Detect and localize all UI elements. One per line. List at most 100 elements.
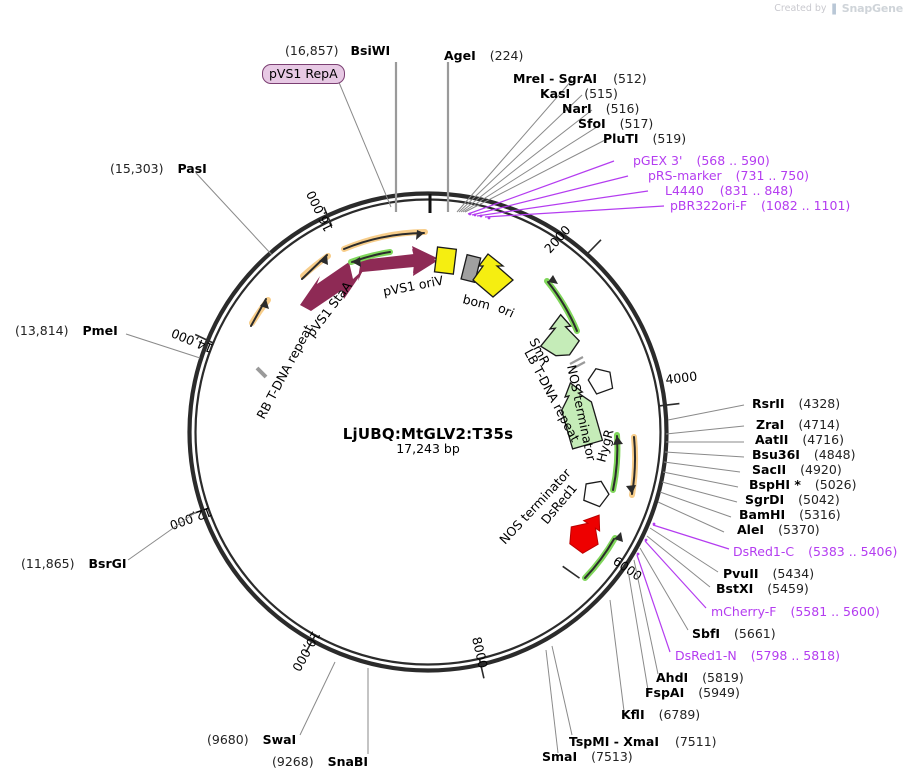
enzyme-position: (5042) [798, 492, 840, 507]
enzyme-label-snabi[interactable]: (9268) SnaBI [272, 754, 368, 769]
enzyme-position: (519) [652, 131, 687, 146]
primer-label-pbr322ori-f[interactable]: pBR322ori-F (1082 .. 1101) [670, 198, 851, 213]
enzyme-label-zrai[interactable]: ZraI (4714) [756, 417, 840, 432]
feature-labels: RB T-DNA repeat pVS1 StaA pVS1 oriV bom … [253, 272, 616, 547]
enzyme-label-bstxi[interactable]: BstXI (5459) [716, 581, 809, 596]
enzyme-label-kfli[interactable]: KflI (6789) [621, 707, 700, 722]
enzyme-label-bsrgi[interactable]: (11,865) BsrGI [21, 556, 127, 571]
primer-range: (731 .. 750) [735, 168, 810, 183]
enzyme-name: TspMI - XmaI [569, 734, 659, 749]
enzyme-label-mrei-sgrai[interactable]: MreI - SgrAI (512) [513, 71, 647, 86]
feature-rb-tdna-repeat [255, 366, 268, 379]
enzyme-label-pluti[interactable]: PluTI (519) [603, 131, 687, 146]
enzyme-position: (4716) [802, 432, 844, 447]
enzyme-name: AatII [755, 432, 789, 447]
primer-name: pGEX 3' [633, 153, 683, 168]
enzyme-label-bamhi[interactable]: BamHI (5316) [739, 507, 841, 522]
snapgene-logo-icon: ❚ [829, 2, 839, 15]
enzyme-name: BamHI [739, 507, 786, 522]
enzyme-label-swai[interactable]: (9680) SwaI [207, 733, 296, 747]
enzyme-name: PluTI [603, 131, 639, 146]
feature-yellow-box [433, 246, 458, 275]
enzyme-label-sgrdi[interactable]: SgrDI (5042) [745, 492, 840, 507]
enzyme-name: AleI [737, 522, 765, 537]
enzyme-position: (515) [584, 86, 618, 101]
primer-name: mCherry-F [711, 604, 777, 619]
enzyme-label-alei[interactable]: AleI (5370) [737, 522, 820, 537]
enzyme-label-kasi[interactable]: KasI (515) [540, 86, 618, 101]
enzyme-name: NarI [562, 101, 592, 116]
primer-label-pgex-3prime[interactable]: pGEX 3' (568 .. 590) [633, 153, 770, 168]
primer-label-dsred1-n[interactable]: DsRed1-N (5798 .. 5818) [675, 648, 840, 663]
enzyme-label-nari[interactable]: NarI (516) [562, 101, 640, 116]
enzyme-position: (512) [613, 71, 647, 86]
feature-pvs1-oriv [358, 246, 437, 281]
enzyme-label-tspmi-xmai[interactable]: TspMI - XmaI (7511) [569, 734, 717, 749]
svg-text:8000: 8000 [469, 635, 491, 669]
enzyme-label-aatii[interactable]: AatII (4716) [755, 432, 844, 447]
enzyme-label-pasi[interactable]: (15,303) PasI [110, 161, 207, 176]
enzyme-position: (5819) [702, 670, 744, 685]
enzyme-position: (517) [619, 116, 654, 131]
feature-chip-pvs1-repa[interactable]: pVS1 RepA [262, 64, 345, 84]
enzyme-label-sfoi[interactable]: SfoI (517) [578, 116, 654, 131]
enzyme-name: BstXI [716, 581, 754, 596]
enzyme-name: KasI [540, 86, 571, 101]
enzyme-label-fspai[interactable]: FspAI (5949) [645, 686, 740, 700]
enzyme-label-bsu36i[interactable]: Bsu36I (4848) [752, 448, 855, 462]
enzyme-name: SgrDI [745, 492, 785, 507]
watermark-prefix: Created by [774, 3, 827, 14]
watermark-brand: SnapGene [841, 2, 903, 15]
enzyme-label-ahdi[interactable]: AhdI (5819) [656, 670, 744, 685]
feature-ori [472, 253, 514, 298]
plasmid-size-label: 17,243 bp [396, 441, 460, 456]
primer-range: (1082 .. 1101) [761, 198, 851, 213]
plasmid-backbone [187, 191, 669, 673]
enzyme-position: (5026) [814, 477, 857, 492]
enzyme-label-sacii[interactable]: SacII (4920) [752, 462, 842, 477]
primer-name: DsRed1-C [733, 544, 795, 559]
leader-lines-enzymes [125, 62, 745, 754]
enzyme-name: SfoI [578, 116, 606, 131]
enzyme-name: ZraI [756, 417, 785, 432]
enzyme-position: (9268) [272, 754, 314, 769]
enzyme-label-bsphi[interactable]: BspHI * (5026) [749, 477, 857, 492]
primer-range: (5798 .. 5818) [750, 648, 840, 663]
enzyme-position: (5370) [778, 522, 820, 537]
enzyme-position: (4920) [800, 462, 842, 477]
feature-arrows [255, 246, 614, 554]
enzyme-name: AgeI [444, 48, 476, 63]
feature-smr [539, 313, 581, 357]
enzyme-name: KflI [621, 707, 645, 722]
enzyme-label-bsiwi[interactable]: (16,857) BsiWI [285, 44, 390, 58]
enzyme-name: PasI [177, 161, 207, 176]
primer-label-mcherry-f[interactable]: mCherry-F (5581 .. 5600) [711, 604, 880, 619]
enzyme-position: (5459) [767, 581, 809, 596]
enzyme-label-pmei[interactable]: (13,814) PmeI [15, 324, 118, 338]
primer-name: L4440 [665, 183, 704, 198]
feature-lb-tdna-repeat [569, 356, 586, 370]
enzyme-label-rsrii[interactable]: RsrII (4328) [752, 396, 841, 411]
primer-label-prs-marker[interactable]: pRS-marker (731 .. 750) [648, 168, 810, 183]
enzyme-position: (11,865) [21, 556, 75, 571]
feature-dsred1 [569, 514, 601, 554]
primer-range: (831 .. 848) [719, 183, 794, 198]
feature-pvs1-staa [300, 262, 365, 311]
primer-label-dsred1-c[interactable]: DsRed1-C (5383 .. 5406) [733, 544, 897, 559]
enzyme-position: (516) [605, 101, 640, 116]
enzyme-label-pvuii[interactable]: PvuII (5434) [723, 567, 814, 581]
enzyme-label-smai[interactable]: SmaI (7513) [542, 749, 633, 764]
primer-name: pRS-marker [648, 168, 722, 183]
feature-hygr [560, 381, 604, 450]
enzyme-name: SbfI [692, 626, 721, 641]
enzyme-label-agei[interactable]: AgeI (224) [444, 48, 523, 63]
enzyme-position: (4328) [798, 396, 841, 411]
primer-label-l4440[interactable]: L4440 (831 .. 848) [665, 183, 794, 198]
svg-text:4000: 4000 [665, 368, 698, 387]
enzyme-name: SmaI [542, 749, 578, 764]
svg-text:pVS1 oriV: pVS1 oriV [382, 272, 445, 298]
enzyme-name: RsrII [752, 396, 785, 411]
enzyme-label-sbfi[interactable]: SbfI (5661) [692, 626, 776, 641]
